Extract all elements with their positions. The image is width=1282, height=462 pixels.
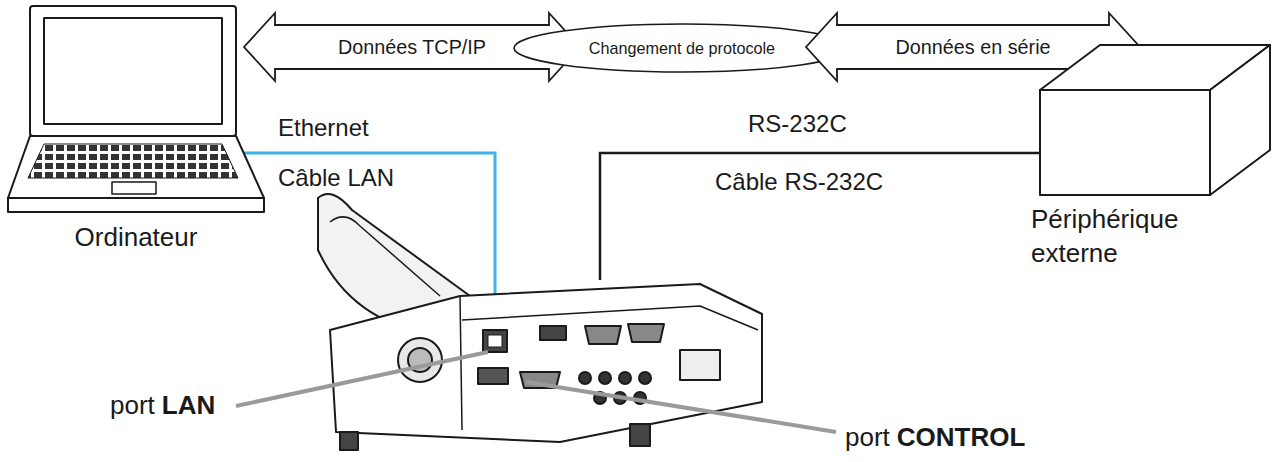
leader-line bbox=[236, 352, 488, 406]
cable-type: Ethernet bbox=[278, 114, 369, 142]
protocol-ellipse: Changement de protocole bbox=[513, 23, 851, 73]
node-text: Changement de protocole bbox=[513, 39, 851, 58]
leader-line bbox=[526, 382, 836, 432]
port-name: LAN bbox=[162, 390, 215, 421]
cable-name: Câble RS-232C bbox=[715, 168, 883, 196]
computer: Ordinateur bbox=[0, 0, 272, 262]
cable-type: RS-232C bbox=[748, 110, 847, 138]
external-device: Périphérique externe bbox=[1025, 38, 1277, 274]
node-text: Périphérique externe bbox=[1031, 202, 1211, 270]
rs232c-cable bbox=[600, 153, 1040, 280]
node-text: Ordinateur bbox=[0, 222, 272, 253]
port-name: CONTROL bbox=[897, 422, 1026, 453]
projector bbox=[318, 194, 762, 450]
port-label: port bbox=[845, 422, 890, 453]
cable-name: Câble LAN bbox=[278, 164, 394, 192]
port-label: port bbox=[110, 390, 155, 421]
